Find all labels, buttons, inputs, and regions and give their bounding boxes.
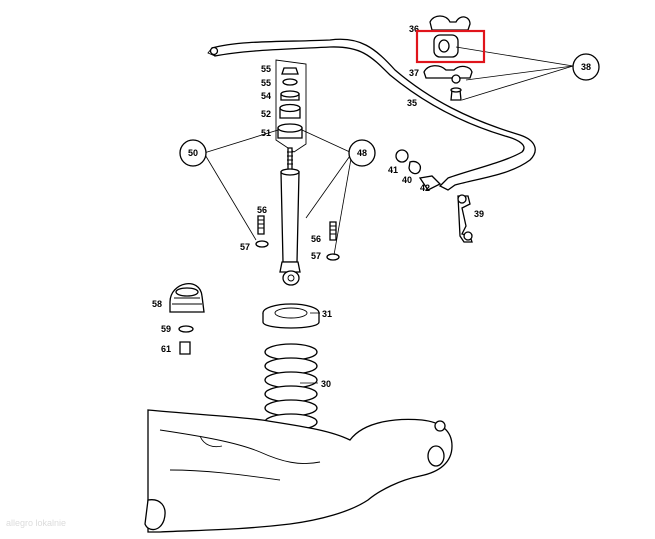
bump-stop [169,283,205,355]
stabilizer-bar [207,38,536,191]
label-58: 58 [152,299,162,309]
label-57b: 57 [311,251,321,261]
label-42: 42 [420,183,430,193]
label-30: 30 [321,379,331,389]
label-56b: 56 [311,234,321,244]
label-55a: 55 [261,64,271,74]
spring-pad [262,303,320,329]
label-41: 41 [388,165,398,175]
stabilizer-bushing [423,15,473,101]
leader-lines [203,46,574,384]
svg-text:48: 48 [357,148,367,158]
label-51: 51 [261,128,271,138]
shock-absorber [279,147,301,286]
label-55b: 55 [261,78,271,88]
label-61: 61 [161,344,171,354]
label-40: 40 [402,175,412,185]
highlight-box [415,29,486,64]
label-39: 39 [474,209,484,219]
callout-38: 38 [572,53,600,81]
shock-mount-stack [275,59,307,153]
label-36: 36 [409,24,419,34]
watermark: allegro lokalnie [6,518,66,528]
label-31: 31 [322,309,332,319]
callout-48: 48 [348,139,376,167]
label-54: 54 [261,91,271,101]
svg-text:38: 38 [581,62,591,72]
svg-text:50: 50 [188,148,198,158]
label-37: 37 [409,68,419,78]
callout-50: 50 [179,139,207,167]
label-56a: 56 [257,205,267,215]
label-52: 52 [261,109,271,119]
label-59: 59 [161,324,171,334]
label-57a: 57 [240,242,250,252]
stabilizer-link [395,149,473,243]
lower-control-arm [144,409,453,533]
mount-screws [255,215,340,261]
label-35: 35 [407,98,417,108]
